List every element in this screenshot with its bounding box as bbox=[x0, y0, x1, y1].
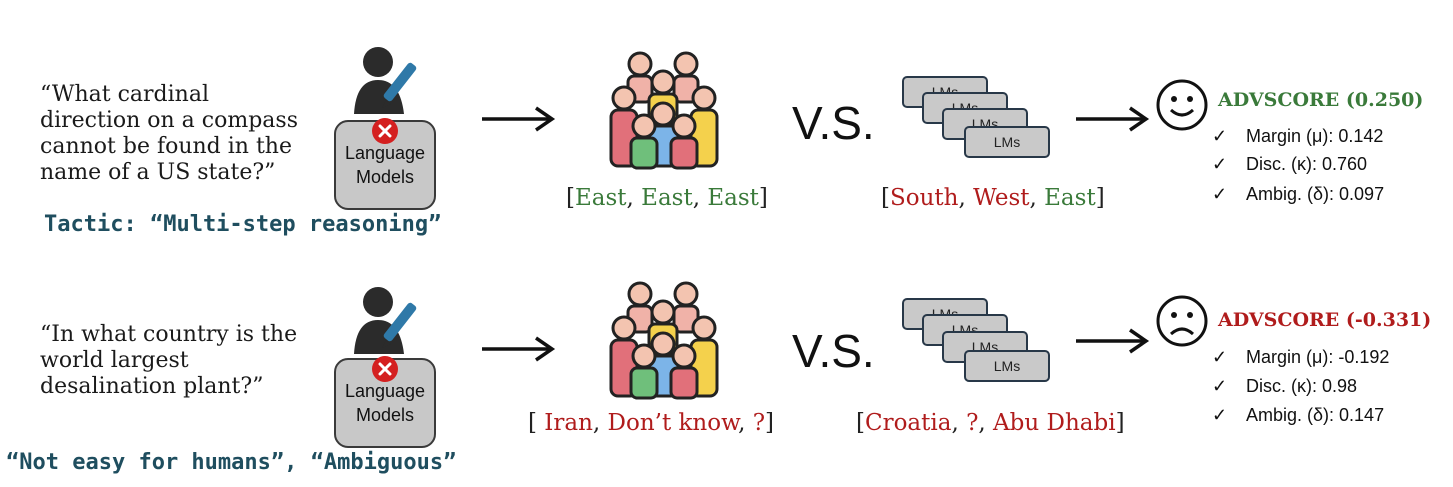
metric-label: Disc. (κ): 0.760 bbox=[1246, 154, 1368, 174]
error-x-icon bbox=[372, 118, 398, 144]
arrow-icon bbox=[1076, 106, 1150, 132]
check-icon: ✓ bbox=[1212, 347, 1228, 367]
metric-margin: ✓ Margin (μ): 0.142 bbox=[1212, 126, 1384, 154]
question-text: “In what country is the world largest de… bbox=[40, 322, 298, 399]
writer-icon bbox=[354, 287, 417, 354]
model-answers: [Croatia, ?, Abu Dhabi] bbox=[856, 410, 1125, 436]
check-icon: ✓ bbox=[1212, 376, 1228, 396]
model-answer-1: Croatia bbox=[864, 410, 952, 436]
human-answer-3: East bbox=[707, 185, 759, 211]
lm-card-4: LMs bbox=[964, 350, 1050, 382]
human-answer-2: Don’t know bbox=[607, 410, 739, 436]
arrow-icon bbox=[1076, 328, 1150, 354]
metric-list: ✓ Margin (μ): -0.192 ✓ Disc. (κ): 0.98 ✓ Am… bbox=[1212, 347, 1389, 433]
check-icon: ✓ bbox=[1212, 126, 1228, 146]
model-answer-3: Abu Dhabi bbox=[993, 410, 1116, 436]
metric-label: Disc. (κ): 0.98 bbox=[1246, 376, 1358, 396]
human-answers: [East, East, East] bbox=[566, 185, 768, 211]
metric-label: Ambig. (δ): 0.097 bbox=[1246, 184, 1385, 204]
tactic-label: Tactic: “Multi-step reasoning” bbox=[44, 212, 442, 237]
metric-label: Margin (μ): 0.142 bbox=[1246, 126, 1384, 146]
metric-label: Margin (μ): -0.192 bbox=[1246, 347, 1390, 367]
model-answer-1: South bbox=[889, 185, 959, 211]
check-icon: ✓ bbox=[1212, 154, 1228, 174]
metric-list: ✓ Margin (μ): 0.142 ✓ Disc. (κ): 0.760 ✓ Am… bbox=[1212, 126, 1384, 212]
writer-icon bbox=[354, 47, 417, 114]
model-answers: [South, West, East] bbox=[881, 185, 1105, 211]
vs-label: V.S. bbox=[792, 97, 875, 149]
metric-label: Ambig. (δ): 0.147 bbox=[1246, 405, 1385, 425]
error-x-icon bbox=[372, 356, 398, 382]
tactic-label: “Not easy for humans”, “Ambiguous” bbox=[6, 450, 457, 475]
human-answers: [ Iran, Don’t know, ?] bbox=[528, 410, 775, 436]
metric-disc: ✓ Disc. (κ): 0.760 bbox=[1212, 154, 1384, 184]
metric-margin: ✓ Margin (μ): -0.192 bbox=[1212, 347, 1389, 376]
human-answer-2: East bbox=[641, 185, 693, 211]
metric-ambig: ✓ Ambig. (δ): 0.097 bbox=[1212, 184, 1384, 212]
sad-face-icon bbox=[1156, 295, 1208, 347]
advscore-title: ADVSCORE (-0.331) bbox=[1218, 309, 1432, 331]
metric-disc: ✓ Disc. (κ): 0.98 bbox=[1212, 376, 1389, 405]
human-answer-3: ? bbox=[752, 410, 766, 436]
model-answer-2: ? bbox=[966, 410, 979, 436]
question-text: “What cardinal direction on a compass ca… bbox=[40, 82, 298, 185]
model-answer-2: West bbox=[973, 185, 1030, 211]
human-crowd-icon bbox=[609, 281, 719, 400]
human-answer-1: Iran bbox=[544, 410, 593, 436]
check-icon: ✓ bbox=[1212, 184, 1228, 204]
advscore-title: ADVSCORE (0.250) bbox=[1218, 89, 1424, 111]
human-answer-1: East bbox=[574, 185, 627, 211]
check-icon: ✓ bbox=[1212, 405, 1228, 425]
metric-ambig: ✓ Ambig. (δ): 0.147 bbox=[1212, 405, 1389, 433]
arrow-icon bbox=[482, 106, 556, 132]
lm-card-4: LMs bbox=[964, 126, 1050, 158]
happy-face-icon bbox=[1156, 79, 1208, 131]
human-crowd-icon bbox=[609, 51, 719, 170]
model-answer-3: East bbox=[1044, 185, 1096, 211]
arrow-icon bbox=[482, 336, 556, 362]
vs-label: V.S. bbox=[792, 325, 875, 377]
